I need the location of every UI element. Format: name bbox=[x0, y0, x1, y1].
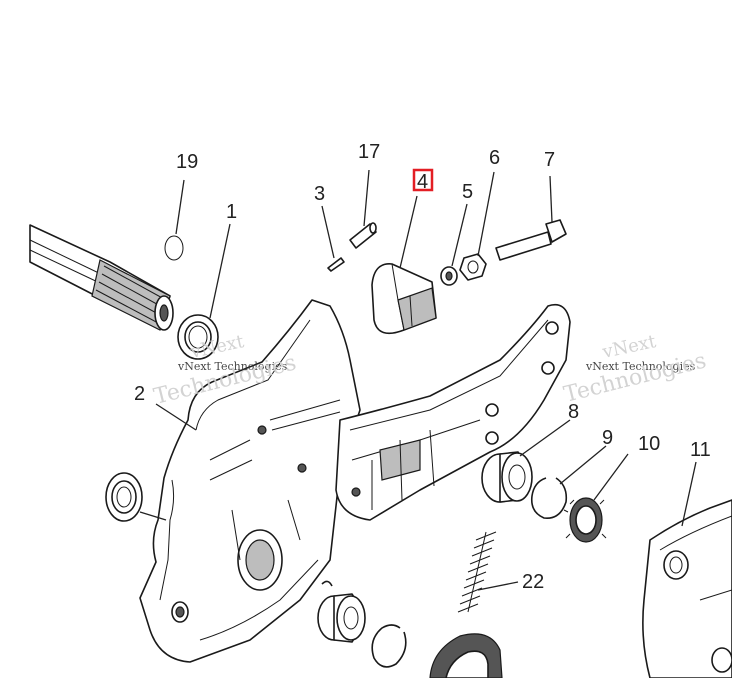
input-shaft bbox=[29, 224, 174, 331]
part-1-seal bbox=[177, 314, 219, 360]
callout-labels: 19 1 3 17 4 5 6 7 2 8 9 10 11 22 bbox=[134, 141, 711, 593]
part-4-block bbox=[371, 263, 437, 335]
lower-bearing bbox=[317, 580, 366, 643]
part-22-spring bbox=[457, 531, 497, 613]
callout-6: 6 bbox=[489, 147, 500, 169]
part-5-washer bbox=[440, 266, 458, 286]
part-7-bolt bbox=[495, 219, 567, 261]
callout-8: 8 bbox=[568, 401, 579, 423]
callout-22: 22 bbox=[522, 571, 544, 593]
part-3-pin bbox=[327, 257, 345, 272]
callout-7: 7 bbox=[544, 149, 555, 171]
callout-4-highlight-box bbox=[412, 168, 434, 192]
watermark-text-right: vNext Technologies bbox=[585, 360, 696, 373]
part-2-housing bbox=[139, 299, 361, 663]
watermark-logo-right: vNext bbox=[600, 331, 659, 363]
callout-11: 11 bbox=[690, 439, 711, 461]
callout-2: 2 bbox=[134, 383, 145, 405]
lower-gear bbox=[429, 633, 503, 678]
part-19-snap-ring bbox=[164, 235, 184, 261]
callout-9: 9 bbox=[602, 427, 613, 449]
callout-3: 3 bbox=[314, 183, 325, 205]
watermark-right: vNext vNext Technologies Technologies bbox=[561, 331, 708, 408]
lower-seal bbox=[105, 472, 143, 522]
callout-5: 5 bbox=[462, 181, 473, 203]
part-10-sprocket bbox=[563, 497, 607, 543]
callout-4[interactable]: 4 bbox=[417, 171, 428, 193]
watermark-text-left: vNext Technologies bbox=[177, 360, 288, 373]
leader-lines bbox=[139, 169, 697, 591]
bracket-arm bbox=[335, 303, 571, 521]
part-11-gasket bbox=[642, 499, 732, 678]
part-8-bearing bbox=[481, 451, 533, 503]
watermark-large-right: Technologies bbox=[561, 348, 708, 407]
callout-1: 1 bbox=[226, 201, 237, 223]
lower-circlip bbox=[371, 624, 407, 668]
callout-10: 10 bbox=[638, 433, 660, 455]
callout-17: 17 bbox=[358, 141, 380, 163]
part-6-nut bbox=[459, 253, 487, 281]
part-9-circlip bbox=[530, 477, 568, 519]
part-17-dowel bbox=[349, 222, 377, 249]
callout-19: 19 bbox=[176, 151, 198, 173]
